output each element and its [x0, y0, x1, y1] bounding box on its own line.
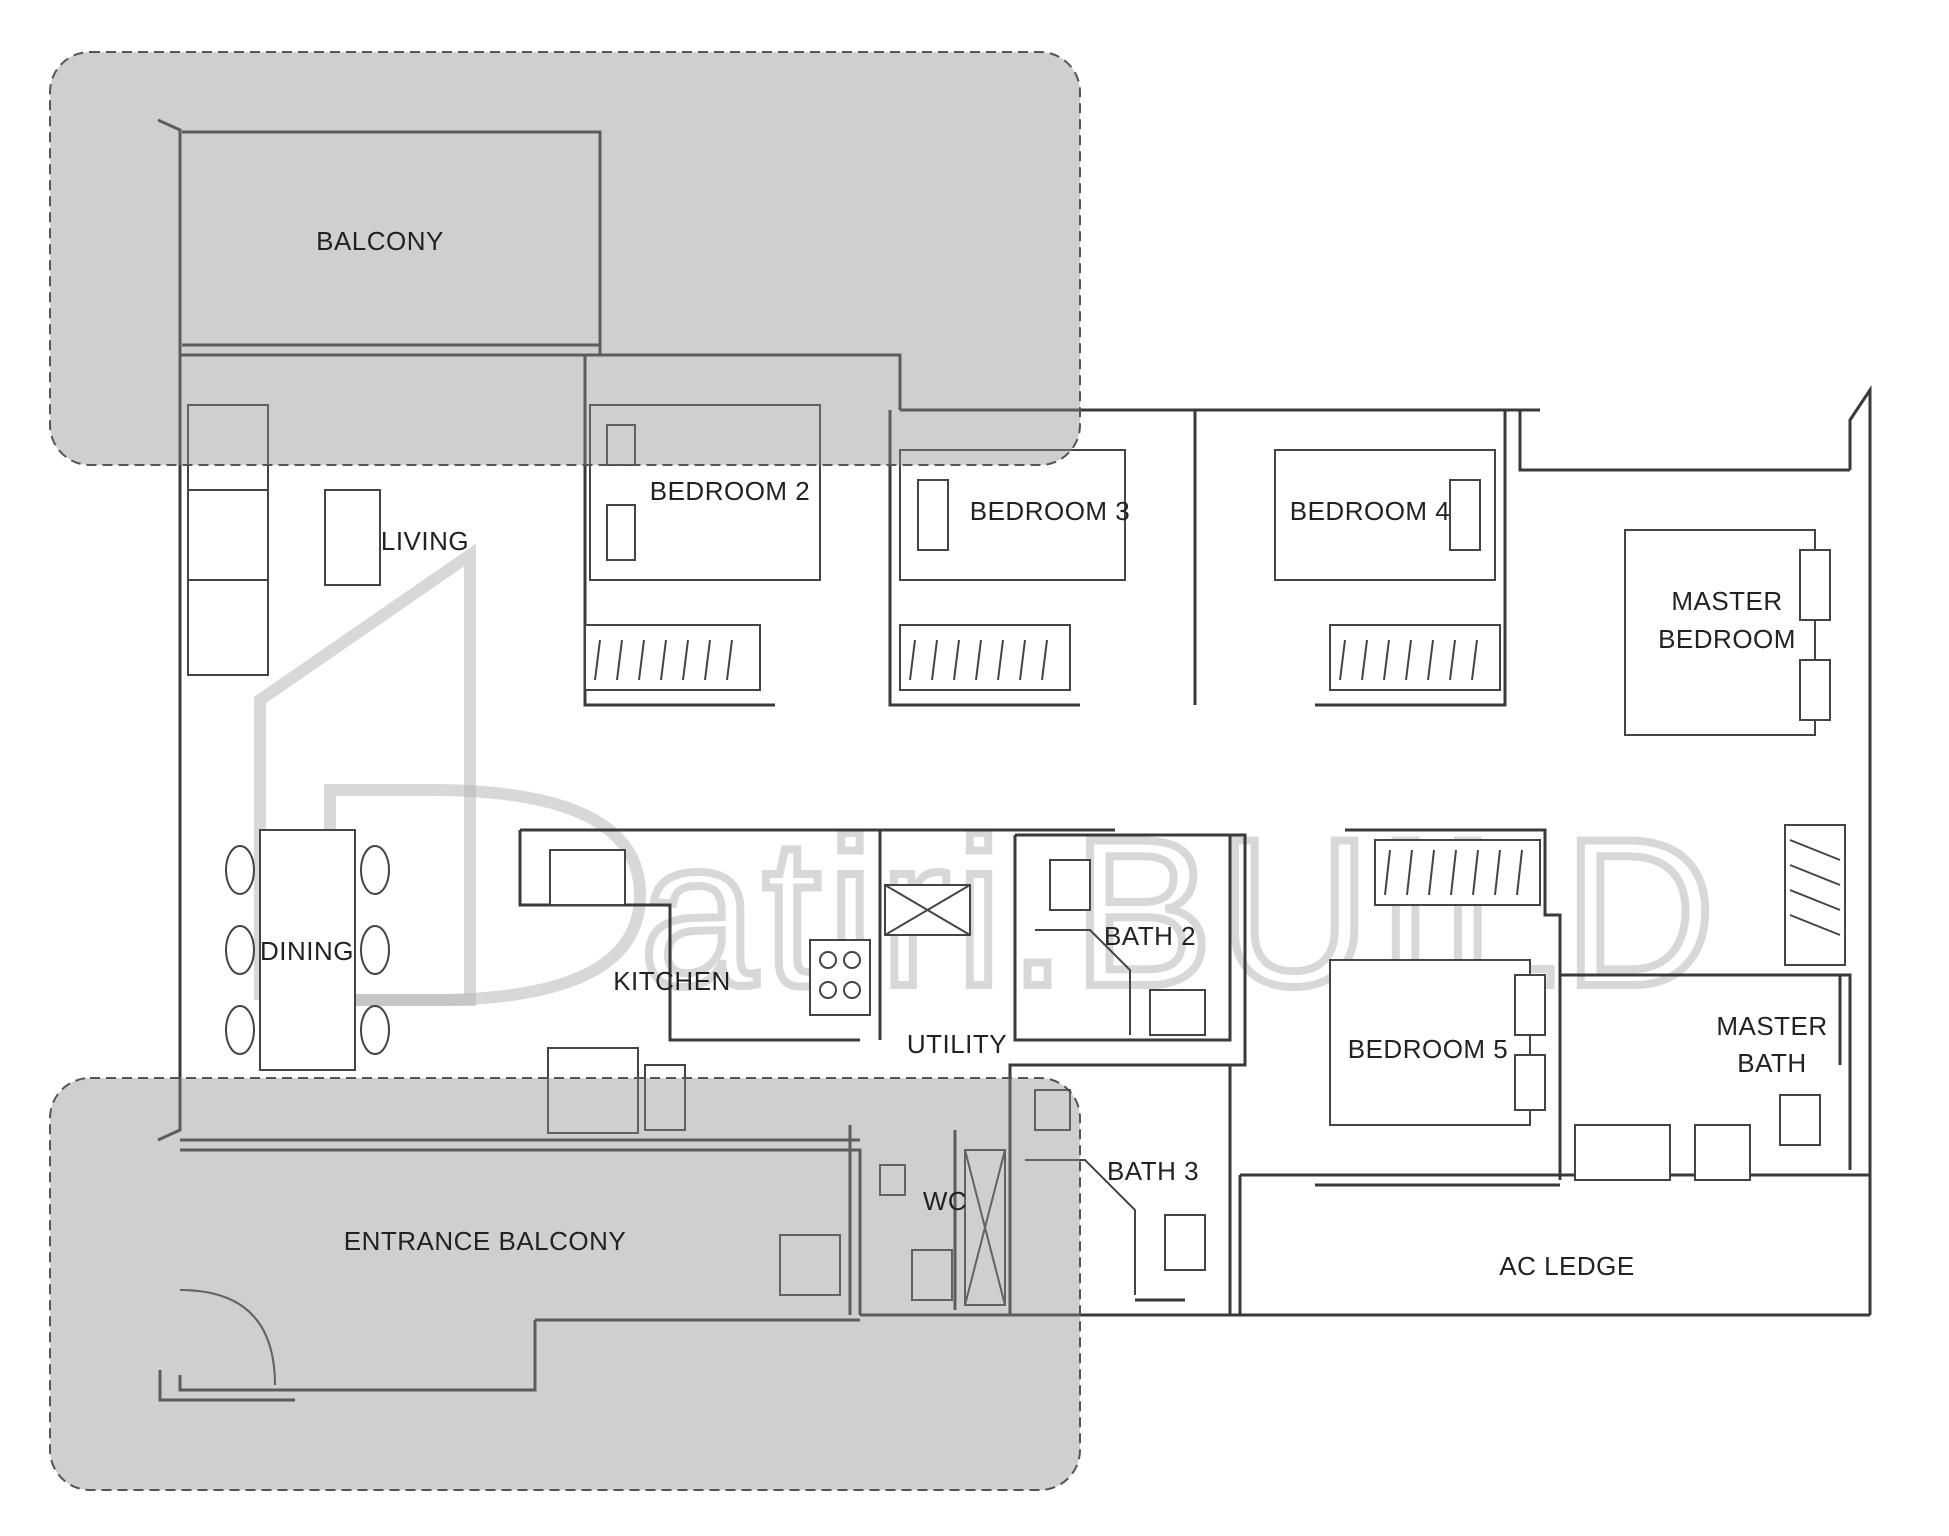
room-label-master-bath-2: BATH: [1737, 1048, 1806, 1078]
room-label-bath2: BATH 2: [1104, 921, 1196, 951]
room-label-living: LIVING: [381, 526, 469, 556]
room-label-dining: DINING: [260, 936, 354, 966]
room-label-master-bedroom-2: BEDROOM: [1658, 624, 1796, 654]
room-label-bedroom2: BEDROOM 2: [650, 476, 811, 506]
room-label-bedroom3: BEDROOM 3: [970, 496, 1131, 526]
room-label-balcony: BALCONY: [316, 226, 444, 256]
room-label-bath3: BATH 3: [1107, 1156, 1199, 1186]
room-label-wc: WC: [923, 1186, 967, 1216]
room-label-bedroom5: BEDROOM 5: [1348, 1034, 1509, 1064]
room-label-master-bedroom-1: MASTER: [1671, 586, 1782, 616]
room-label-kitchen: KITCHEN: [613, 966, 731, 996]
room-label-bedroom4: BEDROOM 4: [1290, 496, 1451, 526]
balcony-zone: [49, 51, 1081, 466]
room-label-ac-ledge: AC LEDGE: [1499, 1251, 1635, 1281]
entrance-balcony-zone: [49, 1077, 1081, 1491]
room-label-entrance-balcony: ENTRANCE BALCONY: [344, 1226, 627, 1256]
room-label-utility: UTILITY: [907, 1029, 1007, 1059]
room-labels: BALCONY LIVING BEDROOM 2 BEDROOM 3 BEDRO…: [260, 226, 1827, 1281]
room-label-master-bath-1: MASTER: [1716, 1011, 1827, 1041]
walls: [157, 118, 1872, 1402]
fixtures: [187, 404, 1846, 1306]
